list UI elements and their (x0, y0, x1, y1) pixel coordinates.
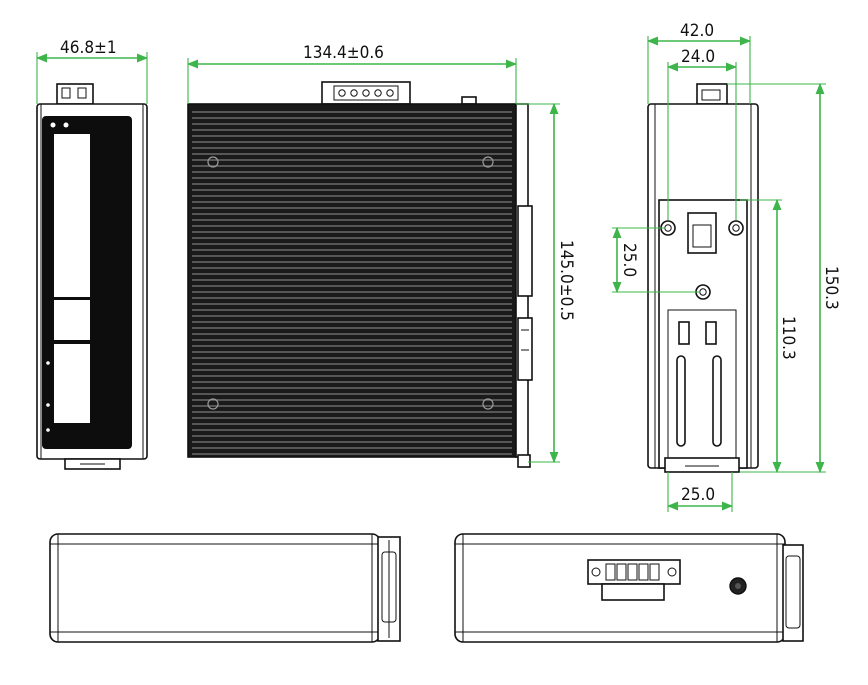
back-inner-width-label: 24.0 (681, 47, 715, 67)
clip-height-label: 110.3 (778, 316, 798, 360)
front-height-label: 145.0±0.5 (556, 240, 576, 321)
front-view (186, 58, 560, 468)
front-width-label: 134.4±0.6 (303, 43, 384, 63)
top-view (454, 533, 804, 643)
back-outer-width-label: 42.0 (680, 21, 714, 41)
total-height-label: 150.3 (821, 266, 841, 310)
clip-bottom-width-label: 25.0 (681, 485, 715, 505)
back-view (612, 36, 826, 512)
hole-spacing-label: 25.0 (619, 243, 639, 277)
bottom-view (49, 533, 401, 643)
side-width-label: 46.8±1 (60, 38, 117, 58)
heatsink-fins (192, 111, 512, 455)
side-view (35, 52, 149, 470)
